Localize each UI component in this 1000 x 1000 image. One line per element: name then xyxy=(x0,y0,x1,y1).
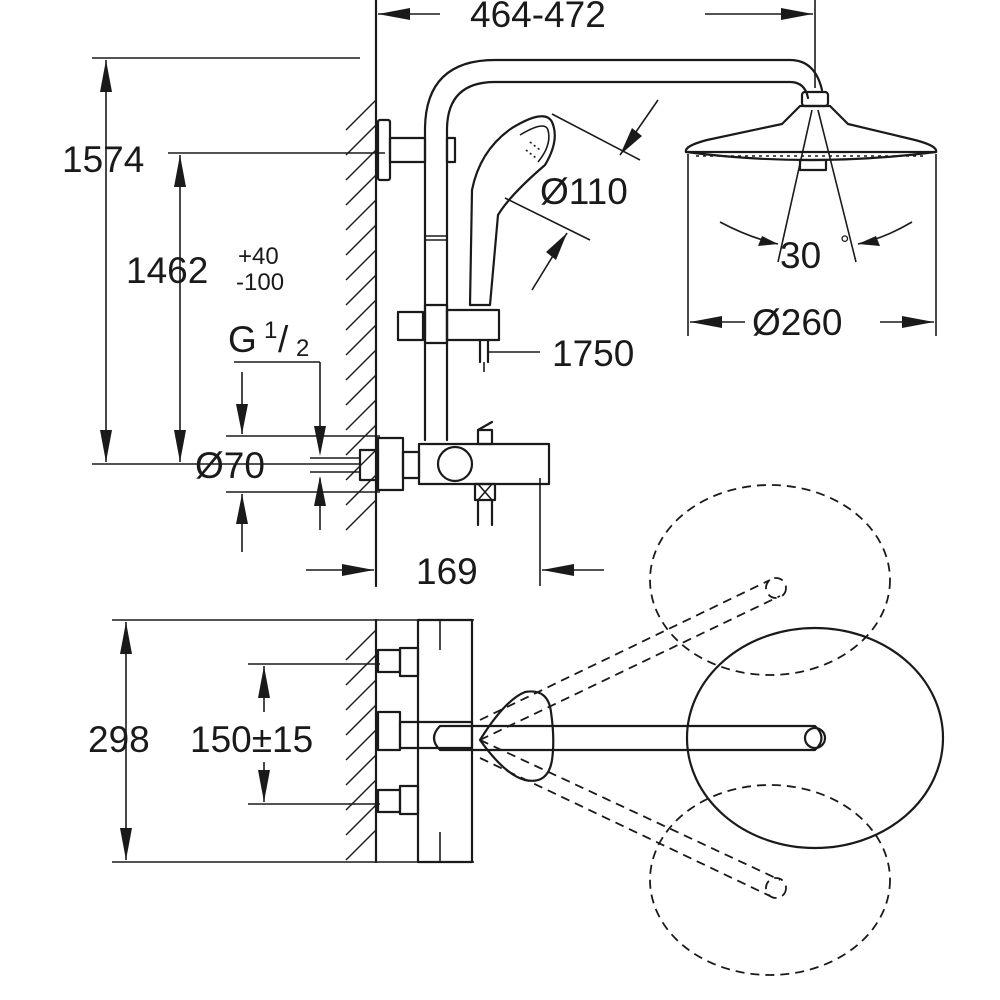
head-shower xyxy=(684,90,938,263)
dim-spout xyxy=(306,478,604,586)
head-plan xyxy=(685,626,945,850)
label-handshower: Ø110 xyxy=(540,171,628,212)
label-inlet-height: 1462 xyxy=(126,250,208,291)
wall-hatching-elevation xyxy=(345,0,378,588)
label-escutcheon: Ø70 xyxy=(195,445,265,486)
label-inlet-tol-minus: -100 xyxy=(236,269,284,296)
label-thread-num: 1 xyxy=(264,317,277,344)
label-depth: 298 xyxy=(88,719,150,760)
label-head-tilt: 30 xyxy=(780,235,821,276)
dim-centers xyxy=(248,663,380,805)
label-centers: 150±15 xyxy=(190,719,313,760)
label-thread-slash: / xyxy=(278,319,289,360)
thermostat-mixer xyxy=(310,420,551,527)
dim-handshower xyxy=(504,99,659,291)
label-rail: 1750 xyxy=(552,333,634,374)
label-inlet-tol-plus: +40 xyxy=(238,243,279,270)
hand-shower xyxy=(468,115,556,307)
label-width-top: 464-472 xyxy=(470,0,606,35)
shower-column xyxy=(423,58,824,442)
handshower-plan xyxy=(478,690,555,782)
mixer-plan xyxy=(376,618,474,864)
rail-arm-plan xyxy=(432,724,827,752)
hand-shower-slider xyxy=(396,303,501,372)
swivel-positions xyxy=(479,484,891,976)
label-head: Ø260 xyxy=(752,302,843,343)
wall-hatching-plan xyxy=(345,618,378,864)
label-total-height: 1574 xyxy=(62,139,144,180)
label-thread-g: G xyxy=(228,319,257,360)
dim-escutcheon xyxy=(226,372,380,552)
dim-width-top xyxy=(375,0,816,88)
dim-head xyxy=(687,154,937,336)
dim-depth xyxy=(112,619,474,863)
dim-total-height xyxy=(92,57,360,465)
label-thread-den: 2 xyxy=(296,335,309,362)
wall-bracket-top xyxy=(376,118,457,182)
label-head-tilt-unit: ° xyxy=(840,231,850,258)
dim-inlet-height xyxy=(168,152,385,462)
label-spout: 169 xyxy=(416,551,478,592)
